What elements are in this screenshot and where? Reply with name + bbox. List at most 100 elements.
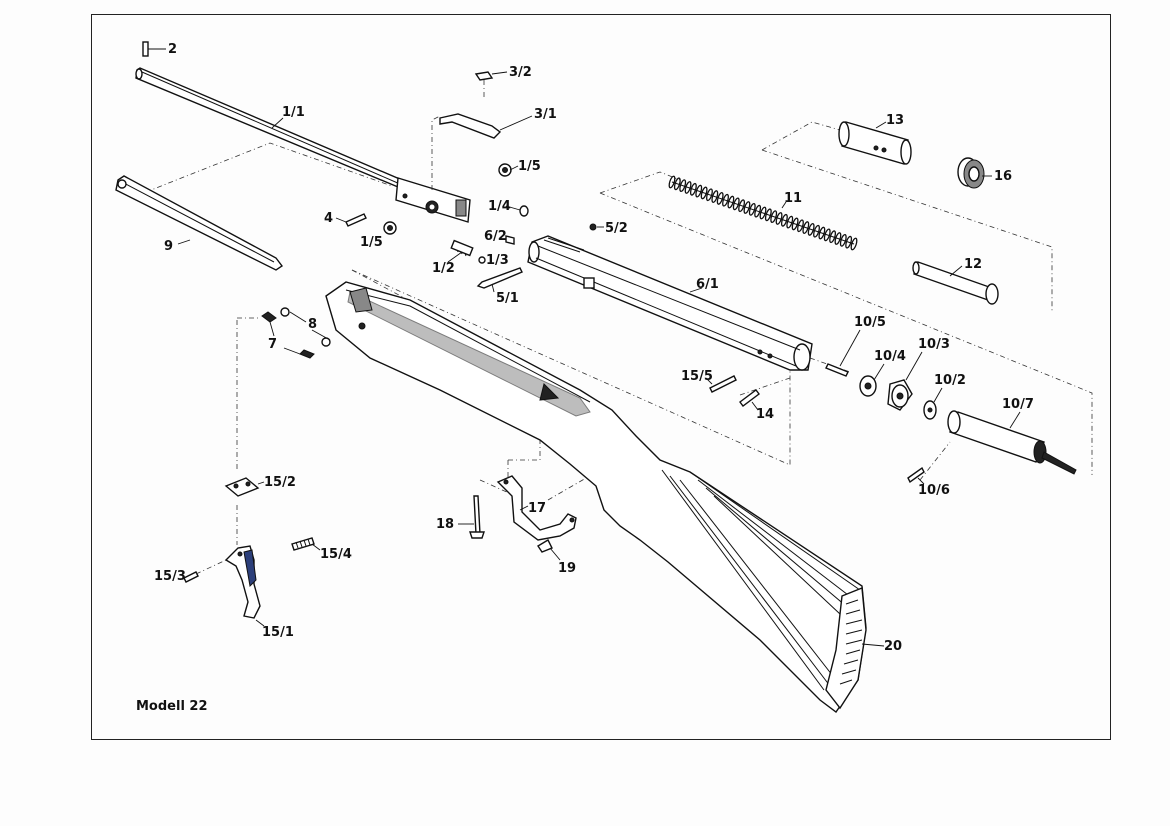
part-17-trigger-guard [496, 475, 577, 541]
spring-coil [738, 199, 746, 213]
part-10-7-piston [947, 410, 1077, 475]
part-20-stock [325, 281, 885, 713]
part-18-screw [458, 495, 485, 539]
part-8-washers [280, 307, 331, 347]
label-10-3: 10/3 [918, 337, 950, 352]
part-11-mainspring [668, 175, 858, 251]
model-title: Modell 22 [136, 699, 208, 714]
part-15-1-trigger [224, 545, 265, 627]
label-10-2: 10/2 [934, 373, 966, 388]
spring-coil [716, 192, 724, 205]
label-17: 17 [528, 501, 547, 516]
spring-coil [679, 179, 687, 193]
label-1-1: 1/1 [282, 105, 305, 120]
label-10-7: 10/7 [1002, 397, 1034, 412]
spring-coil [770, 210, 778, 224]
spring-coil [727, 195, 735, 209]
spring-coil [786, 215, 794, 229]
part-5-1-screw [476, 267, 523, 293]
label-14: 14 [756, 407, 775, 422]
part-1-5-washer-top [498, 163, 519, 177]
spring-coil [684, 181, 692, 194]
label-10-4: 10/4 [874, 349, 906, 364]
spring-coil [722, 193, 729, 207]
label-1-5-bottom: 1/5 [360, 235, 383, 250]
label-5-2: 5/2 [605, 221, 628, 236]
part-3-lever [439, 71, 533, 139]
label-10-6: 10/6 [918, 483, 950, 498]
spring-coil [802, 221, 810, 234]
label-8: 8 [308, 317, 318, 332]
part-15-3-pin [183, 559, 227, 583]
label-3-1: 3/1 [534, 107, 557, 122]
part-6-1-compression-tube [527, 235, 813, 371]
label-15-1: 15/1 [262, 625, 294, 640]
label-16: 16 [994, 169, 1013, 184]
spring-coil [780, 213, 788, 227]
part-12-spring-guide [912, 261, 999, 305]
spring-coil [834, 232, 842, 245]
spring-coil [764, 208, 772, 222]
part-15-5-pin [705, 375, 737, 393]
part-13-end-cap [838, 121, 912, 165]
spring-coil [754, 204, 762, 218]
spring-coil [748, 202, 756, 216]
label-20: 20 [884, 639, 903, 654]
label-19: 19 [558, 561, 577, 576]
label-6-2: 6/2 [484, 229, 507, 244]
part-10-2-washer [923, 387, 943, 420]
label-1-4: 1/4 [488, 199, 511, 214]
label-4: 4 [324, 211, 334, 226]
spring-coil [743, 201, 751, 214]
spring-coil [706, 188, 713, 202]
spring-coil [850, 237, 858, 251]
spring-coil [668, 175, 676, 189]
label-18: 18 [436, 517, 455, 532]
part-1-3-ball [478, 256, 486, 264]
part-1-1-barrel [135, 67, 471, 223]
part-6-2-screw [505, 235, 515, 245]
label-13: 13 [886, 113, 905, 128]
spring-coil [732, 197, 740, 211]
spring-coil [818, 226, 826, 240]
part-10-3-piston-head [887, 351, 923, 411]
spring-coil [689, 182, 697, 196]
part-16-knurled-nut [957, 157, 992, 189]
part-9-cocking-lever [115, 175, 284, 271]
label-15-4: 15/4 [320, 547, 352, 562]
label-7: 7 [268, 337, 278, 352]
spring-coil [673, 177, 681, 191]
label-2: 2 [168, 42, 178, 57]
part-10-5-pin [825, 329, 861, 377]
part-15-4-spring [291, 537, 321, 551]
label-5-1: 5/1 [496, 291, 519, 306]
spring-coil [695, 184, 703, 198]
spring-coil [807, 223, 815, 236]
spring-coil [711, 190, 719, 203]
label-11: 11 [784, 191, 803, 206]
label-15-2: 15/2 [264, 475, 296, 490]
part-1-5-washer-bottom [383, 221, 397, 235]
part-19-screw [537, 539, 561, 561]
label-1-2: 1/2 [432, 261, 455, 276]
label-15-5: 15/5 [681, 369, 713, 384]
spring-coil [823, 228, 831, 242]
part-14-pin [739, 389, 760, 411]
spring-coil [759, 206, 767, 220]
part-1-2-spring [447, 239, 474, 263]
part-2-screw [142, 41, 166, 57]
spring-coil [775, 212, 783, 225]
part-15-2-block [224, 477, 265, 497]
part-4-pin [335, 213, 367, 227]
part-5-2-nut [589, 223, 604, 231]
spring-coil [813, 224, 820, 238]
part-1-4-ring [505, 205, 529, 217]
spring-coil [829, 230, 837, 244]
part-10-4-seal [859, 363, 885, 397]
spring-coil [791, 217, 799, 231]
spring-coil [839, 233, 847, 247]
label-10-5: 10/5 [854, 315, 886, 330]
label-12: 12 [964, 257, 983, 272]
label-15-3: 15/3 [154, 569, 186, 584]
